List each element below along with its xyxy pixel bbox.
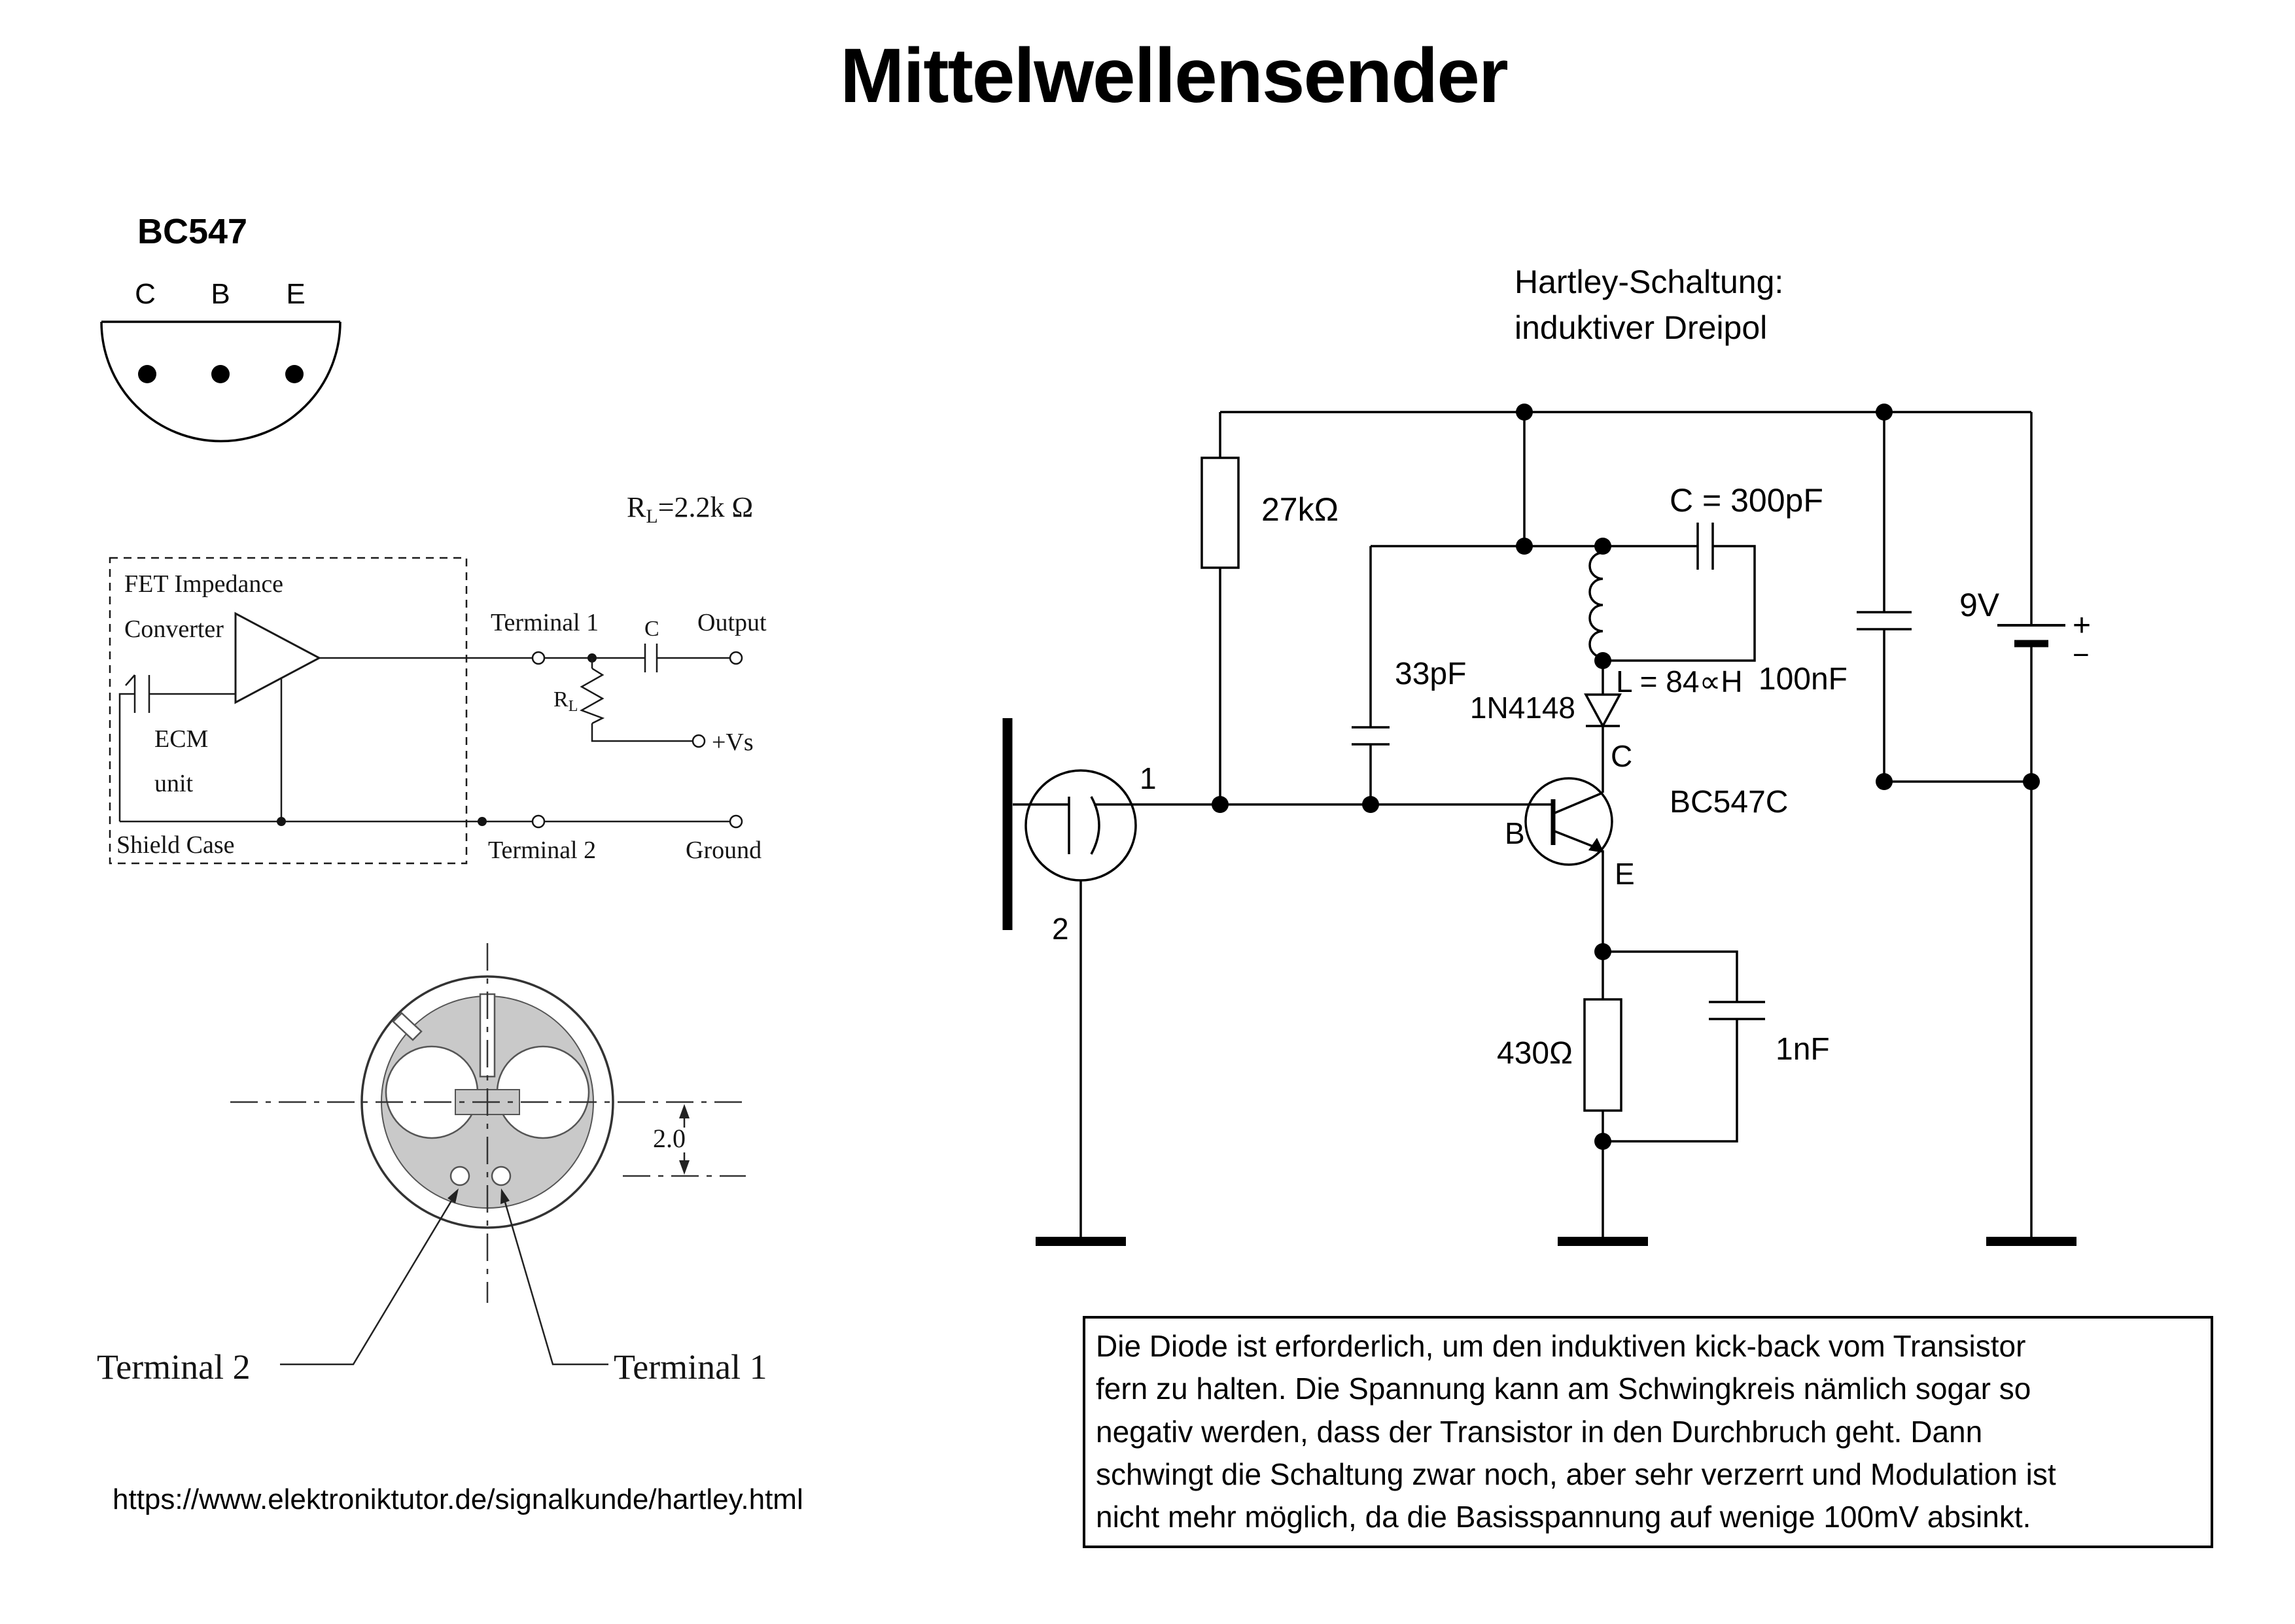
resistor-27k-label: 27kΩ bbox=[1261, 491, 1339, 528]
resistor-430-label: 430Ω bbox=[1497, 1036, 1573, 1071]
transistor-pin-c-label: C bbox=[1611, 739, 1632, 773]
terminal1-circle bbox=[531, 651, 546, 665]
note-line: Die Diode ist erforderlich, um den induk… bbox=[1096, 1329, 2026, 1363]
dimension-arrow-up bbox=[679, 1104, 690, 1128]
hartley-heading-line1: Hartley-Schaltung: bbox=[1515, 264, 1783, 300]
rl-label: RL bbox=[553, 687, 578, 715]
capsule-terminal1-label: Terminal 1 bbox=[614, 1347, 767, 1387]
mic-pin1-label: 1 bbox=[1140, 761, 1157, 795]
hartley-heading-line2: induktiver Dreipol bbox=[1515, 309, 1767, 346]
capacitor-300pf-label: C = 300pF bbox=[1670, 482, 1823, 519]
output-label: Output bbox=[697, 609, 767, 636]
load-resistor-value-label: RL=2.2k Ω bbox=[627, 491, 753, 527]
circuit-wires bbox=[1013, 411, 2033, 1238]
package-outline bbox=[100, 321, 342, 443]
terminal2-label: Terminal 2 bbox=[488, 837, 596, 864]
hartley-circuit: Hartley-Schaltung: induktiver Dreipol bbox=[1002, 264, 2091, 1246]
battery-voltage-label: 9V bbox=[1959, 587, 2000, 623]
note-box: Die Diode ist erforderlich, um den induk… bbox=[1083, 1316, 2213, 1548]
terminal-hole-right bbox=[491, 1166, 512, 1186]
ecm-unit-label-line2: unit bbox=[154, 770, 194, 797]
capacitor-1nf-symbol bbox=[1709, 1001, 1765, 1020]
dimension-arrow-down bbox=[679, 1152, 690, 1175]
terminal1-leader bbox=[500, 1188, 608, 1366]
battery-symbol bbox=[1997, 624, 2065, 648]
transistor-label: BC547C bbox=[1670, 785, 1788, 820]
coupling-capacitor-symbol bbox=[644, 644, 658, 672]
pin-dot-c bbox=[138, 365, 156, 383]
fet-impedance-label-line2: Converter bbox=[124, 615, 224, 643]
page-title: Mittelwellensender bbox=[840, 33, 1509, 119]
capacitor-33pf-label: 33pF bbox=[1395, 657, 1466, 691]
terminal-hole-left bbox=[449, 1166, 470, 1186]
battery-plus-label: + bbox=[2073, 608, 2091, 643]
rl-resistor-symbol bbox=[580, 667, 605, 725]
capacitor-100nf-label: 100nF bbox=[1759, 662, 1848, 697]
shield-case-dashed-box bbox=[109, 557, 468, 865]
capacitor-33pf-symbol bbox=[1352, 726, 1390, 746]
bc547-pinout: BC547 C B E bbox=[100, 212, 342, 443]
vs-label: +Vs bbox=[712, 729, 754, 756]
microphone-symbol bbox=[1025, 769, 1137, 882]
capacitor-100nf-symbol bbox=[1857, 611, 1912, 631]
note-line: schwingt die Schaltung zwar noch, aber s… bbox=[1096, 1457, 2056, 1491]
note-line: negativ werden, dass der Transistor in d… bbox=[1096, 1414, 1983, 1449]
junction-dots bbox=[1212, 404, 2040, 1150]
ecm-module-schematic: RL=2.2k Ω FET Impedance Converter ECM un… bbox=[109, 491, 767, 865]
amplifier-triangle bbox=[234, 612, 322, 704]
capacitor-300pf-symbol bbox=[1696, 523, 1714, 570]
pin-c-label: C bbox=[135, 278, 156, 310]
ecm-element-symbol bbox=[118, 674, 236, 821]
junction-dot bbox=[478, 817, 487, 826]
capsule-notch bbox=[392, 1012, 423, 1041]
dimension-label: 2.0 bbox=[653, 1124, 686, 1153]
capacitor-1nf-label: 1nF bbox=[1776, 1032, 1830, 1067]
battery-minus-label: − bbox=[2073, 639, 2090, 671]
note-line: fern zu halten. Die Spannung kann am Sch… bbox=[1096, 1372, 2031, 1406]
resistor-27k-symbol bbox=[1200, 457, 1240, 569]
diode-label: 1N4148 bbox=[1470, 691, 1575, 725]
inductor-coil-symbol bbox=[1588, 551, 1603, 659]
output-circle bbox=[729, 651, 743, 665]
transistor-symbol bbox=[1524, 777, 1613, 866]
pin-b-label: B bbox=[211, 278, 230, 310]
inductor-label: L = 84∝H bbox=[1616, 665, 1743, 699]
terminal2-leader bbox=[280, 1188, 459, 1366]
note-line: nicht mehr möglich, da die Basisspannung… bbox=[1096, 1500, 2031, 1534]
transistor-pin-e-label: E bbox=[1615, 857, 1635, 891]
ground-label: Ground bbox=[686, 837, 762, 864]
resistor-430-symbol bbox=[1583, 998, 1622, 1112]
source-url: https://www.elektroniktutor.de/signalkun… bbox=[113, 1483, 803, 1515]
terminal2-circle bbox=[531, 814, 546, 829]
diode-symbol bbox=[1584, 693, 1622, 729]
pin-dot-e bbox=[285, 365, 304, 383]
bc547-part-label: BC547 bbox=[137, 212, 247, 251]
capsule-drawing: 2.0 Terminal 2 Terminal 1 bbox=[97, 943, 767, 1387]
pin-e-label: E bbox=[286, 278, 305, 310]
terminal1-label: Terminal 1 bbox=[491, 609, 599, 636]
fet-impedance-label-line1: FET Impedance bbox=[124, 570, 283, 598]
junction-dot bbox=[277, 817, 286, 826]
transistor-pin-b-label: B bbox=[1505, 816, 1525, 850]
pin-dot-b bbox=[211, 365, 230, 383]
capsule-terminal2-label: Terminal 2 bbox=[97, 1347, 251, 1387]
ecm-unit-label-line1: ECM bbox=[154, 725, 208, 753]
vs-circle bbox=[692, 734, 706, 748]
shield-case-label: Shield Case bbox=[116, 831, 234, 859]
mic-pin2-label: 2 bbox=[1052, 912, 1069, 946]
rl-bottom-lead bbox=[591, 723, 693, 742]
ground-circle bbox=[729, 814, 743, 829]
coupling-cap-label: C bbox=[644, 617, 659, 641]
